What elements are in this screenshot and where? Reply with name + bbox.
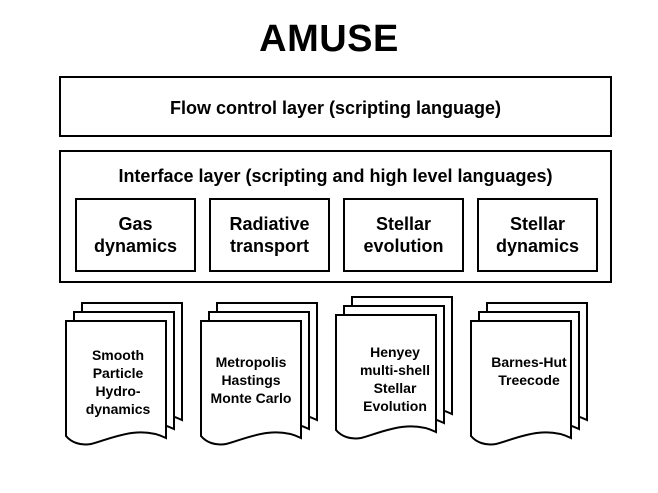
code-line: Treecode	[498, 372, 560, 388]
module-line: Stellar	[509, 214, 565, 234]
flow-control-layer: Flow control layer (scripting language)	[59, 76, 612, 137]
code-line: multi-shell	[359, 362, 430, 378]
code-label-treecode: Barnes-Hut Treecode	[474, 353, 584, 389]
module-line: dynamics	[93, 236, 178, 256]
code-line: Metropolis	[215, 354, 287, 370]
code-line: dynamics	[85, 401, 151, 417]
code-line: Henyey	[370, 344, 420, 360]
interface-layer: Interface layer (scripting and high leve…	[59, 150, 612, 283]
code-line: Particle	[92, 365, 144, 381]
flow-control-layer-label: Flow control layer (scripting language)	[169, 98, 502, 118]
code-line: Hastings	[221, 372, 281, 388]
module-line: Gas	[118, 214, 153, 234]
diagram-title: AMUSE	[259, 18, 399, 60]
code-line: Hydro-	[95, 383, 141, 399]
code-line: Stellar	[373, 380, 417, 396]
code-line: Smooth	[91, 347, 145, 363]
code-label-sph: Smooth Particle Hydro- dynamics	[63, 346, 173, 418]
document-sheet	[65, 320, 167, 446]
module-line: transport	[229, 236, 309, 256]
code-label-henyey: Henyey multi-shell Stellar Evolution	[340, 343, 450, 415]
module-line: Stellar	[375, 214, 432, 234]
module-line: evolution	[363, 236, 444, 256]
interface-layer-label: Interface layer (scripting and high leve…	[118, 166, 553, 186]
module-line: dynamics	[495, 236, 580, 256]
code-label-monte-carlo: Metropolis Hastings Monte Carlo	[196, 353, 306, 407]
document-sheet	[335, 314, 437, 440]
module-line: Radiative	[229, 214, 310, 234]
code-line: Barnes-Hut	[491, 354, 567, 370]
code-line: Evolution	[363, 398, 427, 414]
document-sheet	[470, 320, 572, 446]
code-line: Monte Carlo	[210, 390, 292, 406]
document-sheet	[200, 320, 302, 446]
